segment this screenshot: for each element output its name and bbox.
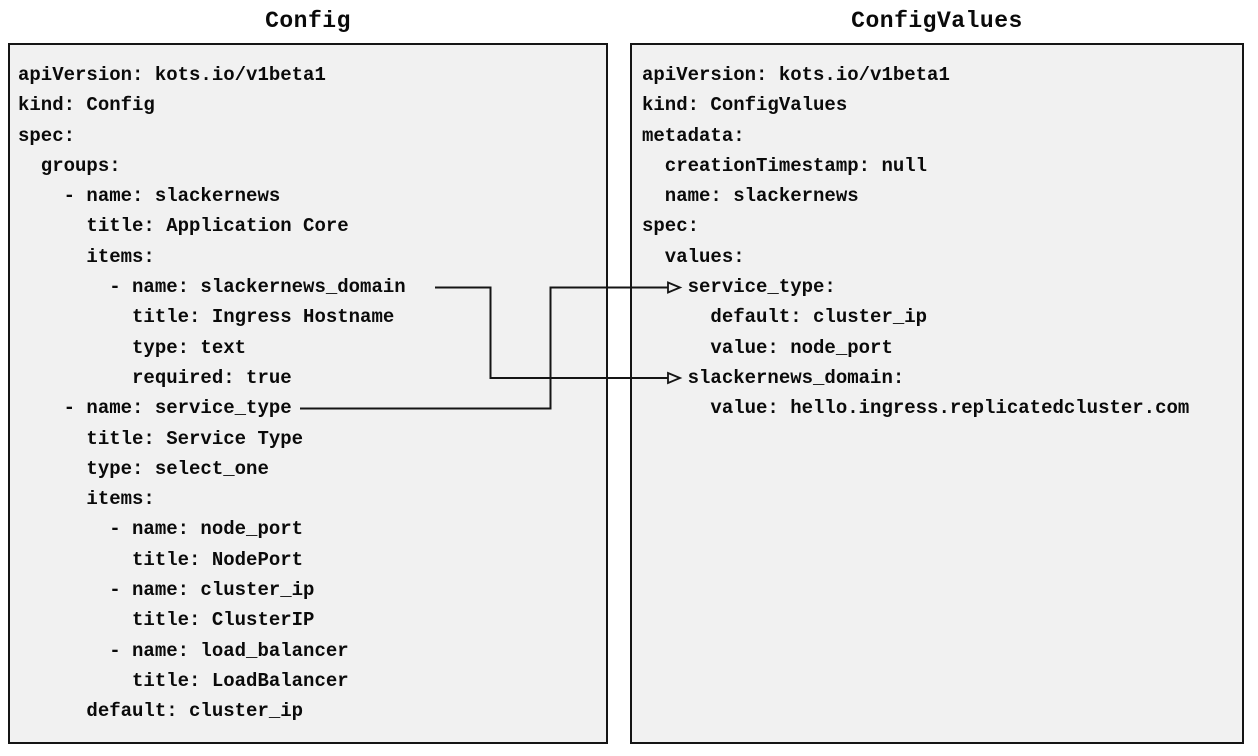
config-panel-title: Config: [265, 8, 351, 34]
config-yaml-code: apiVersion: kots.io/v1beta1 kind: Config…: [18, 64, 406, 723]
configvalues-yaml-code: apiVersion: kots.io/v1beta1 kind: Config…: [642, 64, 1190, 420]
configvalues-panel: apiVersion: kots.io/v1beta1 kind: Config…: [630, 43, 1244, 744]
configvalues-panel-title: ConfigValues: [851, 8, 1023, 34]
config-panel: apiVersion: kots.io/v1beta1 kind: Config…: [8, 43, 608, 744]
